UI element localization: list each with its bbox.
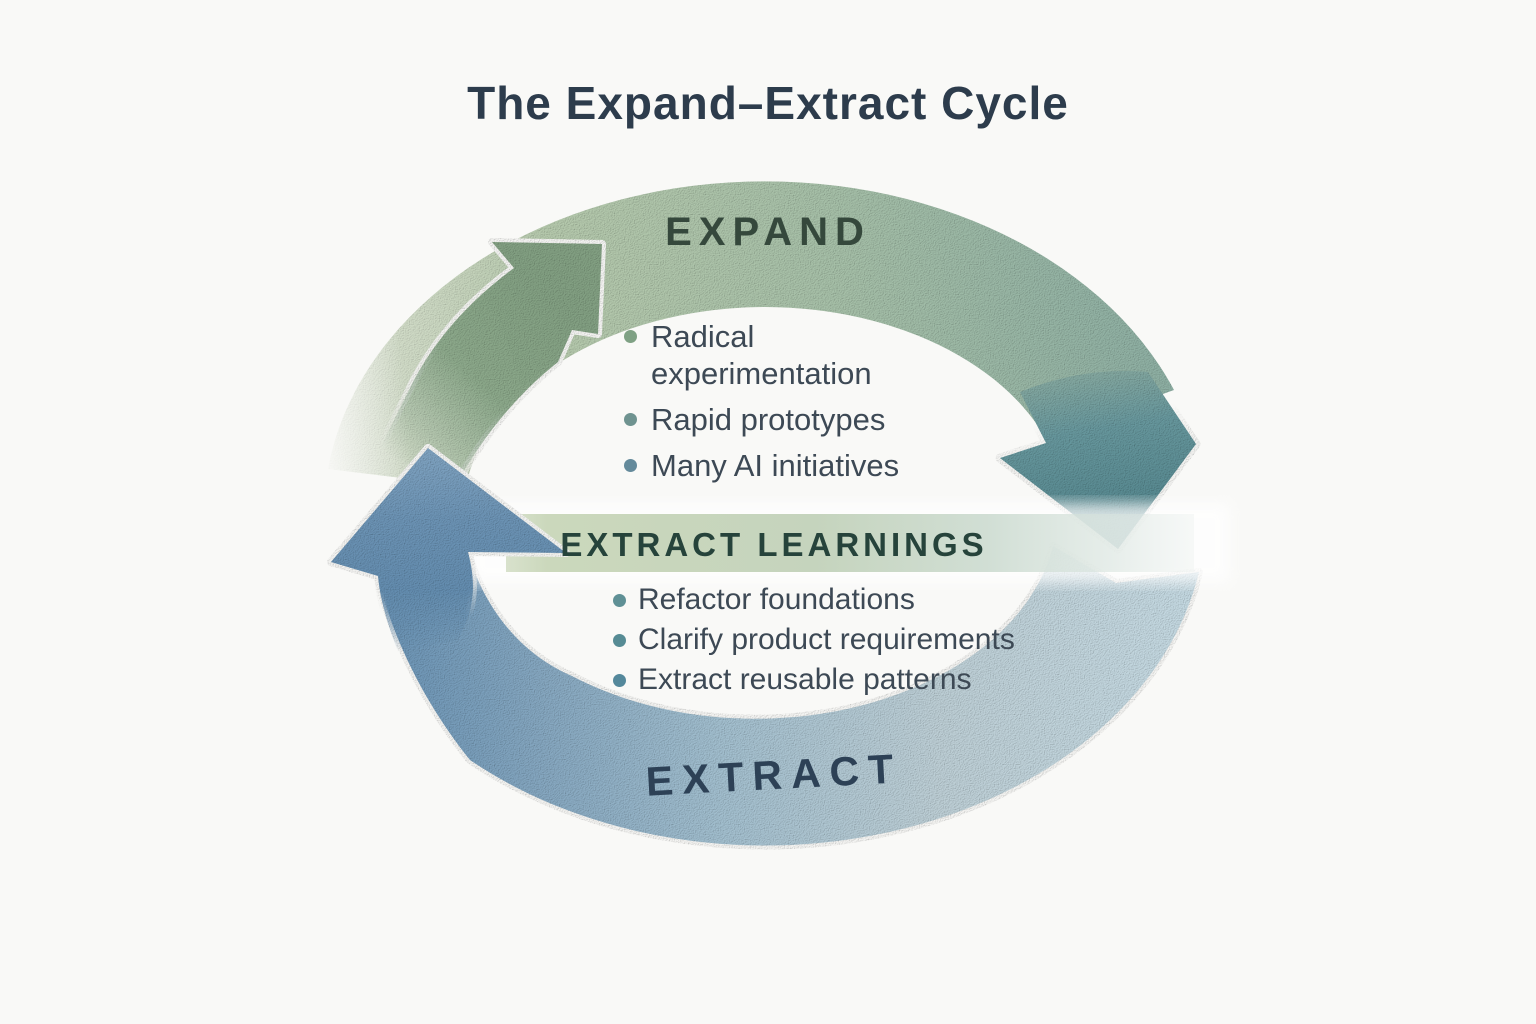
- extract-learnings-banner: [506, 514, 1194, 572]
- bullet-dot: [613, 594, 626, 607]
- page-title: The Expand–Extract Cycle: [467, 77, 1069, 129]
- bullet-text: Clarify product requirements: [638, 623, 1015, 656]
- bullet-text: Rapid prototypes: [651, 402, 886, 437]
- bullet-text: Many AI initiatives: [651, 448, 900, 483]
- bullet-dot: [613, 634, 626, 647]
- bullet-dot: [624, 330, 637, 343]
- list-item: Extract reusable patterns: [613, 660, 1015, 700]
- extract-bullet-list: Refactor foundations Clarify product req…: [613, 580, 1015, 700]
- bullet-text: Refactor foundations: [638, 583, 915, 616]
- bullet-dot: [624, 459, 637, 472]
- list-item: Rapid prototypes: [624, 401, 956, 438]
- bullet-dot: [613, 674, 626, 687]
- list-item: Many AI initiatives: [624, 447, 956, 484]
- extract-arrowhead-overlay: [327, 444, 570, 656]
- expand-label: EXPAND: [665, 210, 871, 254]
- list-item: Refactor foundations: [613, 580, 1015, 620]
- bullet-text: Radical experimentation: [651, 319, 872, 391]
- bullet-text: Extract reusable patterns: [638, 663, 972, 696]
- expand-bullet-list: Radical experimentation Rapid prototypes…: [624, 318, 956, 493]
- list-item: Radical experimentation: [624, 318, 956, 392]
- bullet-dot: [624, 413, 637, 426]
- extract-learnings-label: EXTRACT LEARNINGS: [560, 526, 988, 563]
- list-item: Clarify product requirements: [613, 620, 1015, 660]
